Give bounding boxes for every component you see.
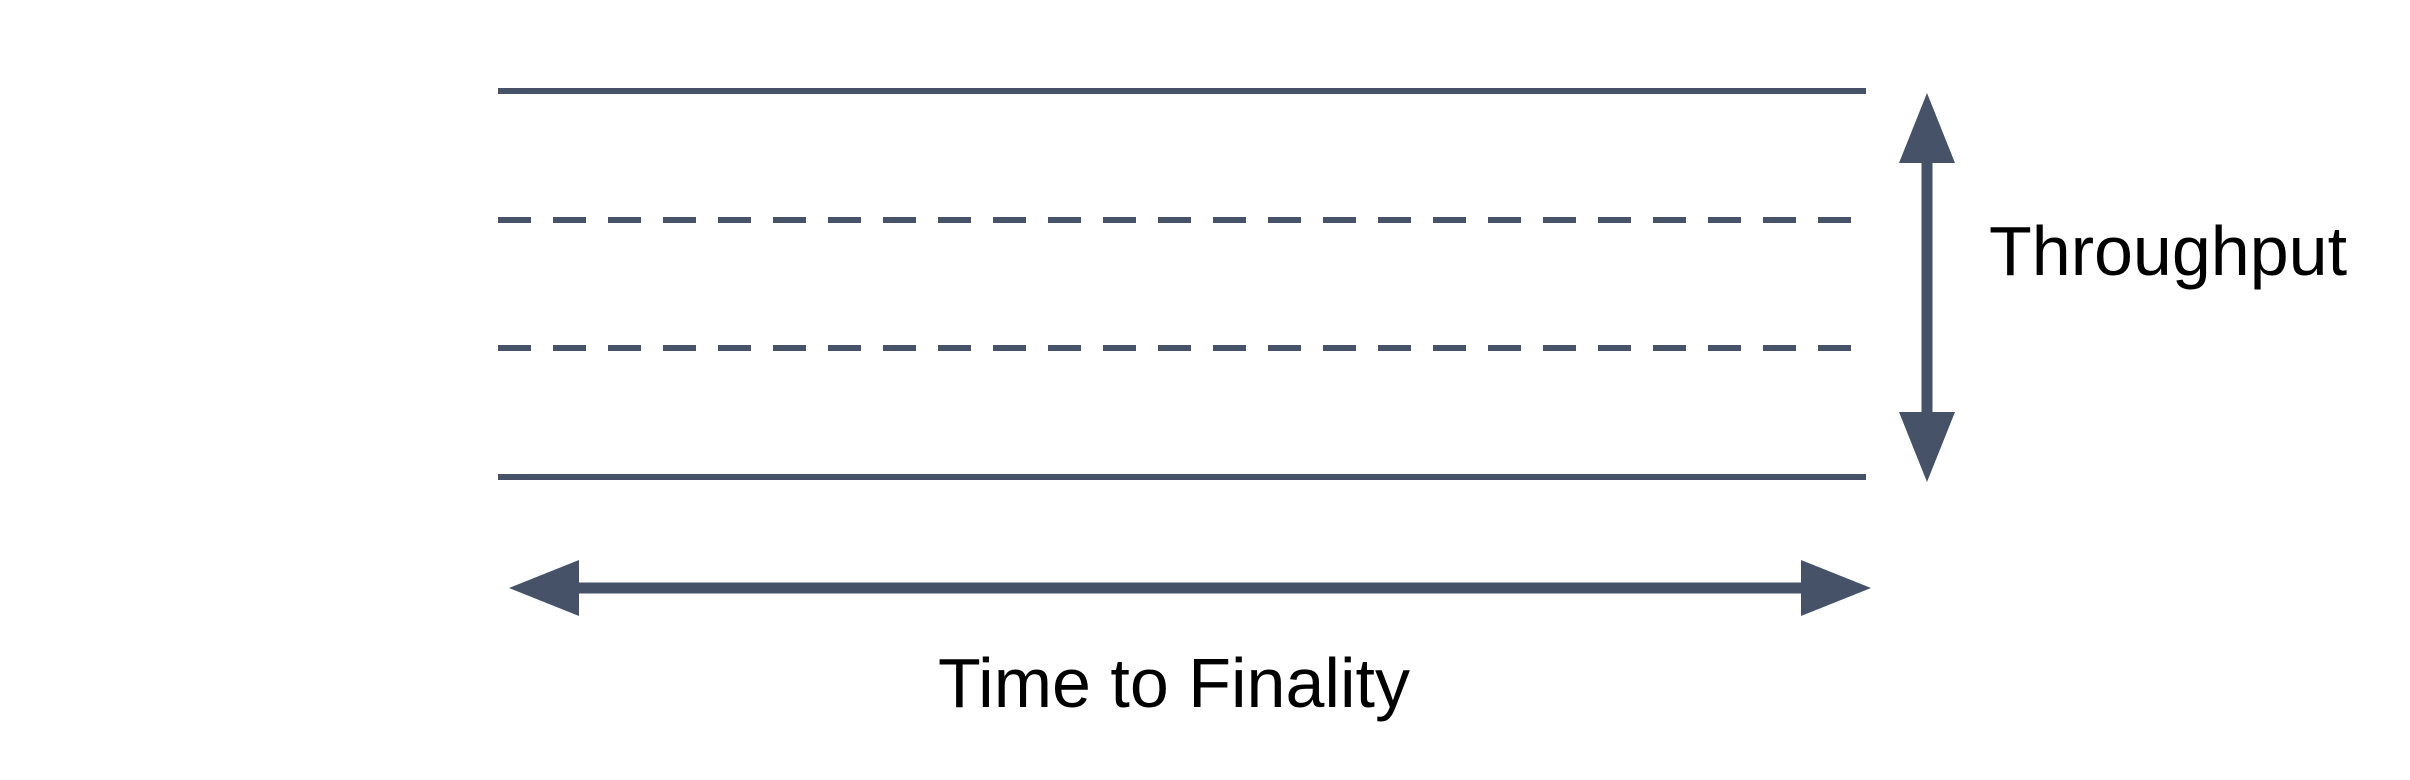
double-headed-horizontal-arrow-icon [509, 560, 1871, 616]
throughput-axis-label: Throughput [1989, 212, 2348, 290]
time-to-finality-axis-label: Time to Finality [938, 644, 1410, 722]
double-headed-vertical-arrow-icon [1899, 93, 1955, 482]
